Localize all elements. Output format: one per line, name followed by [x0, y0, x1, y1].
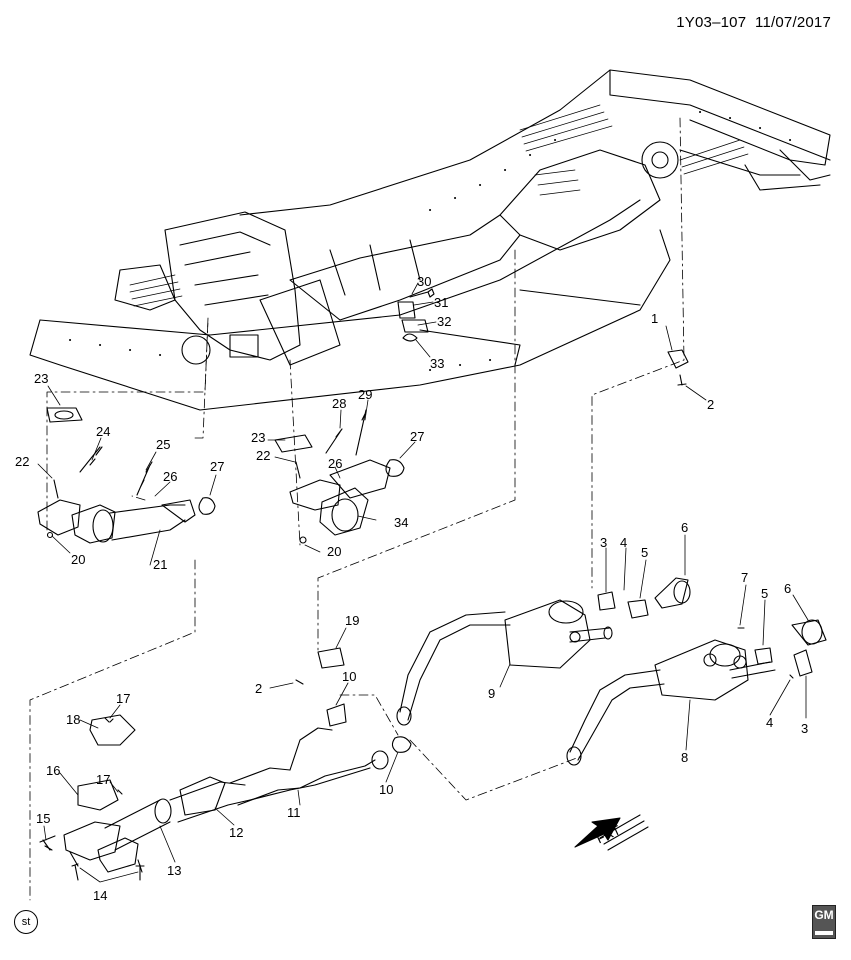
- callout-4-upper: 4: [620, 535, 627, 550]
- callout-9: 9: [488, 686, 495, 701]
- callout-5-lower: 5: [761, 586, 768, 601]
- front-pipes-11-12-13: [39, 714, 389, 873]
- gm-logo-bar: [815, 931, 833, 935]
- callout-14: 14: [93, 888, 107, 903]
- muffler-8: [566, 619, 827, 766]
- bracket-group-30-33: [397, 288, 435, 342]
- callout-26-right: 26: [328, 456, 342, 471]
- callout-6-lower: 6: [784, 581, 791, 596]
- callout-24: 24: [96, 424, 110, 439]
- assembly-leader-lines: [29, 117, 685, 901]
- callout-29: 29: [358, 387, 372, 402]
- callout-2-lower: 2: [255, 681, 262, 696]
- callout-27-right: 27: [410, 429, 424, 444]
- callout-3-lower: 3: [801, 721, 808, 736]
- fasteners-14-18: [42, 717, 145, 881]
- gm-logo-text: GM: [814, 908, 834, 922]
- callout-20-right: 20: [327, 544, 341, 559]
- callout-3-upper: 3: [600, 535, 607, 550]
- callout-27-left: 27: [210, 459, 224, 474]
- callout-17-upper: 17: [116, 691, 130, 706]
- callout-26-left: 26: [163, 469, 177, 484]
- clamps-19-10: [295, 647, 412, 753]
- callout-22-left: 22: [15, 454, 29, 469]
- callout-19: 19: [345, 613, 359, 628]
- diagram-date: 11/07/2017: [755, 14, 831, 31]
- callout-33: 33: [430, 356, 444, 371]
- callout-18: 18: [66, 712, 80, 727]
- callout-16: 16: [46, 763, 60, 778]
- callout-numbers: 30 31 32 33 1 2 23 24 25 26 27 22 20 21 …: [15, 274, 808, 903]
- diagram-id: 1Y03–107: [676, 14, 747, 31]
- callout-31: 31: [434, 295, 448, 310]
- vehicle-frame: [29, 69, 831, 411]
- diagram-id-date: 1Y03–107 11/07/2017: [676, 14, 831, 31]
- callout-28: 28: [332, 396, 346, 411]
- callout-20-left: 20: [71, 552, 85, 567]
- callout-12: 12: [229, 825, 243, 840]
- callout-13: 13: [167, 863, 181, 878]
- callout-2-upper: 2: [707, 397, 714, 412]
- front-direction-arrow: [574, 814, 649, 851]
- callout-11: 11: [287, 805, 301, 820]
- heat-shields: [129, 104, 749, 307]
- right-converter-34: [274, 409, 405, 544]
- engine: [114, 211, 341, 366]
- callout-30: 30: [417, 274, 431, 289]
- callout-32: 32: [437, 314, 451, 329]
- callout-17-lower: 17: [96, 772, 110, 787]
- callout-34: 34: [394, 515, 408, 530]
- muffler-9: [396, 577, 691, 726]
- callout-23-right: 23: [251, 430, 265, 445]
- callout-23-left: 23: [34, 371, 48, 386]
- transmission: [289, 141, 679, 321]
- callout-25: 25: [156, 437, 170, 452]
- callout-6-upper: 6: [681, 520, 688, 535]
- callout-8: 8: [681, 750, 688, 765]
- callout-15: 15: [36, 811, 50, 826]
- st-badge: st: [14, 910, 38, 934]
- callout-21: 21: [153, 557, 167, 572]
- callout-leaders: [37, 282, 809, 883]
- callout-10-upper: 10: [342, 669, 356, 684]
- callout-10-lower: 10: [379, 782, 393, 797]
- callout-1: 1: [651, 311, 658, 326]
- callout-4-lower: 4: [766, 715, 773, 730]
- callout-7: 7: [741, 570, 748, 585]
- callout-22-right: 22: [256, 448, 270, 463]
- hanger-1: [667, 349, 689, 386]
- callout-5-upper: 5: [641, 545, 648, 560]
- gm-logo: GM: [812, 905, 836, 939]
- left-converter-21: [37, 407, 216, 544]
